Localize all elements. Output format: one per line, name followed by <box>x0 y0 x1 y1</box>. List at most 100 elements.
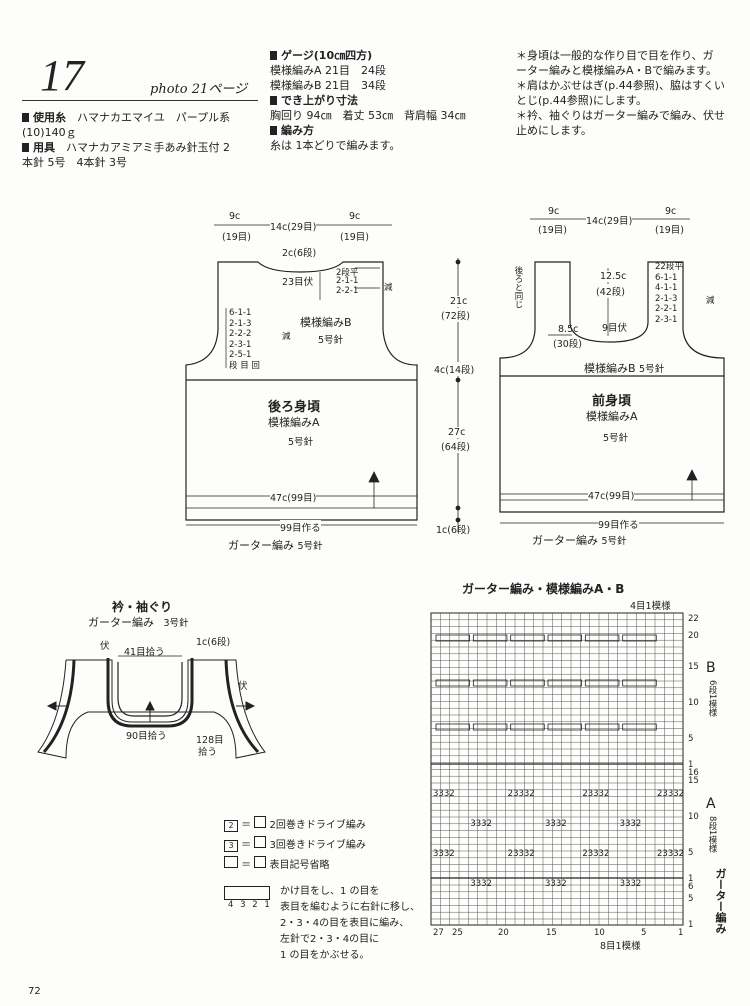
header-rule <box>22 100 258 101</box>
chart-col-number: 15 <box>546 928 557 938</box>
back-bottom-width: 47c(99目) <box>270 490 317 504</box>
back-title: 後ろ身頃 <box>268 400 321 415</box>
back-cast-on: 99目作る <box>280 520 321 534</box>
arm-pick-count: 128目 <box>196 735 224 746</box>
front-side-note: 後ろと同じ <box>513 266 523 309</box>
gauge-line-2: 模様編みB 21目 34段 <box>270 79 387 92</box>
chart-drive-stitch-count: 23332 <box>657 789 684 799</box>
back-arm-decrease-row: 2-3-1 <box>229 339 252 350</box>
chart-yo-cover-mark <box>584 679 620 687</box>
back-pattern-a: 模様編みA <box>268 416 320 429</box>
chart-drive-stitch-count: 23332 <box>508 789 535 799</box>
armhole-band-left <box>42 659 76 753</box>
neck-band-height: 1c(6段) <box>196 637 231 648</box>
chart-row-number: 15 <box>688 776 699 786</box>
chart-row-number: 22 <box>688 614 699 624</box>
vertical-dim-1-rows: (72段) <box>441 308 471 322</box>
front-width-right: 9c <box>665 206 677 217</box>
chart-yo-cover-mark <box>622 679 657 687</box>
method-value: 糸は 1本どりで編みます。 <box>270 139 401 152</box>
back-garter-label: ガーター編み 5号針 <box>228 537 323 553</box>
chart-drive-stitch-count: 3332 <box>545 879 567 889</box>
chart-drive-stitch-count: 23332 <box>508 849 535 859</box>
legend-text: 2回巻きドライブ編み <box>269 820 366 831</box>
neck-armhole-diagram <box>37 655 266 759</box>
front-neck-decrease-row: 2-2-1 <box>655 304 678 314</box>
neck-bindoff-left: 伏 <box>100 641 110 652</box>
front-neck-decrease-row: 2-1-3 <box>655 293 678 304</box>
gauge-label: ゲージ(10㎝四方) <box>281 49 373 62</box>
back-needle-a: 5号針 <box>288 437 314 448</box>
notes-block: ＊身頃は一般的な作り目で目を作り、ガ ーター編みと模様編みA・Bで編みます。 ＊… <box>516 48 746 138</box>
front-title: 前身頃 <box>592 394 632 409</box>
front-neck-decrease-list: 22段平 6-1-1 4-1-1 2-1-3 2-2-1 2-3-1 <box>655 262 683 325</box>
chart-label-garter: ガーター編み <box>714 868 727 934</box>
chart-row-number: 10 <box>688 698 699 708</box>
legend-row: ＝ 表目記号省略 <box>224 856 424 876</box>
chart-row-number: 1 <box>688 920 694 930</box>
neck-pick-top: 41目拾う <box>124 647 165 658</box>
back-width-left-stitches: (19目) <box>222 232 252 243</box>
chart-drive-stitch-count: 23332 <box>582 789 609 799</box>
back-width-middle: 14c(29目) <box>270 219 317 233</box>
chart-yo-cover-mark <box>622 634 657 642</box>
chart-repeat-top: 4目1模様 <box>630 601 671 612</box>
front-neck-side: 8.5c <box>558 324 579 335</box>
yo-cover-line: 表目を編むように右針に移し、 <box>280 902 420 913</box>
note-line: ＊身頃は一般的な作り目で目を作り、ガ <box>516 49 714 62</box>
body-schematics <box>185 218 725 532</box>
chart-yo-cover-mark <box>435 679 470 687</box>
vertical-dim-2: 4c(14段) <box>434 362 475 376</box>
chart-row-number: 5 <box>688 894 694 904</box>
neck-body-outline <box>37 659 266 759</box>
photo-reference: photo 21ページ <box>150 82 247 97</box>
front-pattern-b-label: 模様編みB 5号針 <box>584 360 664 376</box>
chart-row-number: 16 <box>688 768 699 778</box>
page-number: 72 <box>28 986 41 997</box>
back-arm-decrease-label: 減 <box>282 332 291 342</box>
vertical-dim-3: 27c <box>448 427 466 438</box>
materials-block: 使用糸 ハマナカエマイユ パープル系 (10)140ｇ 用具 ハマナカアミアミ手… <box>22 110 262 170</box>
chart-label-b-repeat: 6段1模様 <box>707 680 717 717</box>
chart-label-a-repeat: 8段1模様 <box>707 816 717 853</box>
size-value: 胸回り 94㎝ 着丈 53㎝ 背肩幅 34㎝ <box>270 109 466 122</box>
arm-pick-text: 拾う <box>198 747 218 758</box>
chart-drive-stitch-count: 3332 <box>545 819 567 829</box>
chart-yo-cover-mark <box>547 679 582 687</box>
back-arm-decrease-row: 6-1-1 <box>229 308 252 318</box>
chart-col-number: 20 <box>498 928 509 938</box>
front-neck-depth: 12.5c <box>600 271 627 282</box>
back-neck-bracket <box>319 267 380 300</box>
back-width-left: 9c <box>229 211 241 222</box>
chart-yo-cover-mark <box>435 634 470 642</box>
chart-yo-cover-mark <box>547 723 582 731</box>
yarn-value: ハマナカエマイユ パープル系 <box>77 111 231 124</box>
legend-row: 2 ＝ 2回巻きドライブ編み <box>224 816 424 836</box>
front-bottom-width: 47c(99目) <box>588 488 635 502</box>
wrap-3-icon <box>254 836 267 848</box>
legend-symbol-box: 3 <box>224 840 238 852</box>
back-arm-decrease-legend: 段 目 回 <box>229 360 260 371</box>
chart-col-number: 10 <box>594 928 605 938</box>
pattern-number: 17 <box>40 51 84 100</box>
chart-yo-cover-mark <box>584 723 620 731</box>
chart-repeat-bottom: 8目1模様 <box>600 941 641 952</box>
chart-label-b: B <box>706 660 716 676</box>
back-arm-decrease-row: 2-2-2 <box>229 329 252 339</box>
knit-icon <box>254 856 267 868</box>
yo-cover-numbers: 4 3 2 1 <box>228 900 272 910</box>
chart-frame <box>430 612 684 926</box>
chart-drive-stitch-count: 3332 <box>433 849 455 859</box>
chart-drive-stitch-count: 3332 <box>620 879 642 889</box>
chart-row-number: 6 <box>688 882 694 892</box>
back-arm-decrease-row: 2-5-1 <box>229 350 252 360</box>
front-neck-bindoff: 9目伏 <box>602 323 628 334</box>
front-width-right-stitches: (19目) <box>655 225 685 236</box>
front-needle-a: 5号針 <box>603 433 629 444</box>
front-neck-decrease-row: 2-3-1 <box>655 314 678 325</box>
back-arm-decrease-list: 6-1-1 2-1-3 2-2-2 2-3-1 2-5-1 段 目 回 <box>229 308 260 371</box>
front-neck-decrease-row: 6-1-1 <box>655 272 678 283</box>
back-neck-bindoff: 23目伏 <box>282 277 314 288</box>
legend-row: 3 ＝ 3回巻きドライブ編み <box>224 836 424 856</box>
tools-value: ハマナカアミアミ手あみ針玉付 2 <box>66 141 231 154</box>
